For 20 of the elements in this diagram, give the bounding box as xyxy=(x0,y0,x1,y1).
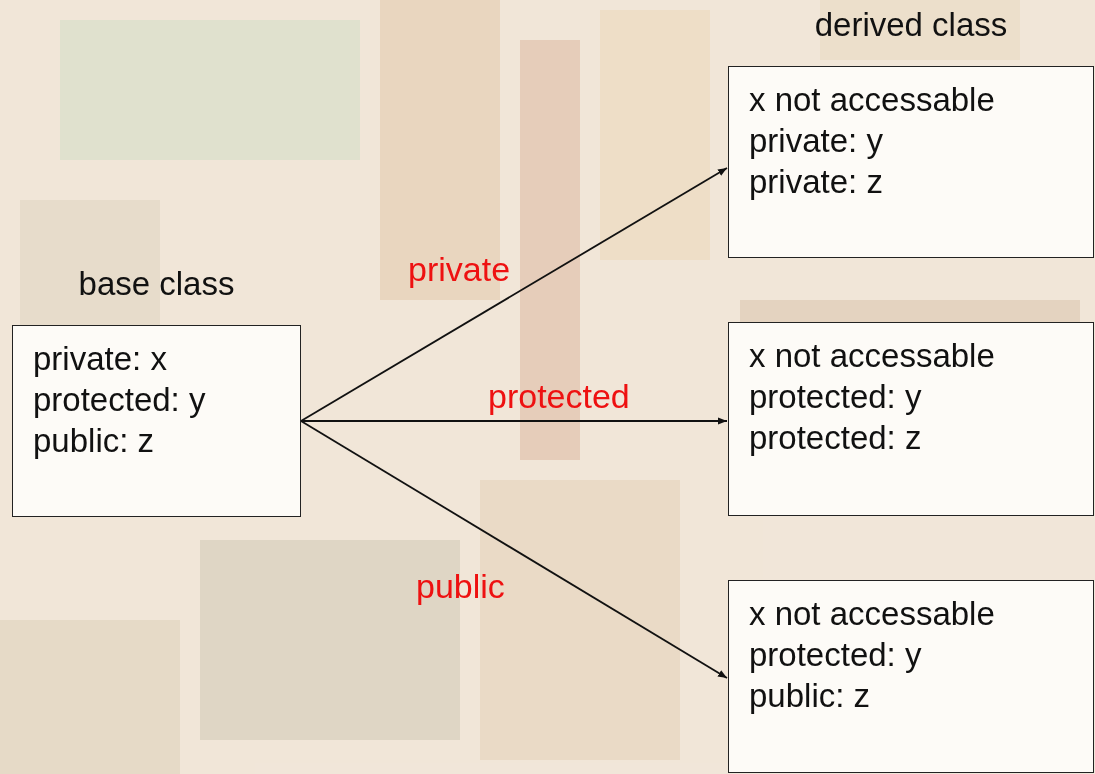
member-text: private: y xyxy=(749,121,884,160)
member-text: x not accessable xyxy=(749,337,996,375)
member-text: protected: z xyxy=(749,418,923,457)
class-heading: base class xyxy=(77,265,236,303)
arrow xyxy=(300,417,728,425)
class-heading: derived class xyxy=(813,6,1009,44)
member-text: x not accessable xyxy=(749,81,996,119)
member-text: protected: y xyxy=(33,380,207,419)
member-text: public: z xyxy=(749,676,872,715)
member-text: x not accessable xyxy=(749,595,996,633)
member-text: public: z xyxy=(33,421,156,460)
member-text: private: z xyxy=(749,162,884,201)
arrow xyxy=(300,167,728,422)
edge-label: public xyxy=(416,568,505,606)
member-text: protected: y xyxy=(749,377,923,416)
arrow xyxy=(300,420,728,679)
edge-label: private xyxy=(408,251,511,289)
member-text: protected: y xyxy=(749,635,923,674)
member-text: private: x xyxy=(33,340,168,378)
edge-label: protected xyxy=(488,378,630,416)
